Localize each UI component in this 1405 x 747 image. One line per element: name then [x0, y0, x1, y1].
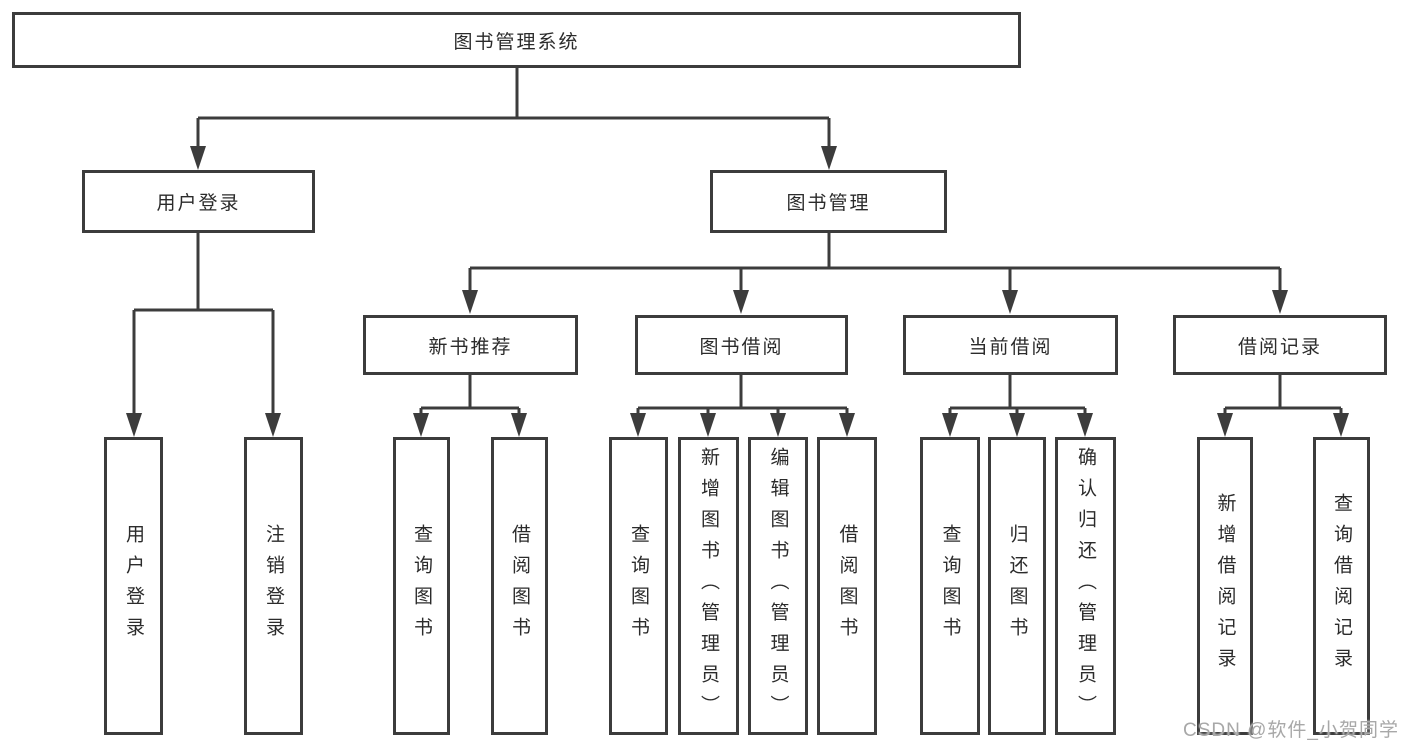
arrow-icon: [700, 413, 716, 437]
arrow-icon: [630, 413, 646, 437]
arrow-icon: [265, 413, 281, 437]
connector-new-book-branch: [419, 375, 521, 417]
connector-book-management-branch: [468, 233, 1282, 294]
node-book-borrow: 图书借阅: [635, 315, 848, 375]
arrowheads: [126, 146, 1349, 437]
leaf-query-books-current: 查询图书: [920, 437, 980, 735]
leaf-borrow-books: 借阅图书: [817, 437, 877, 735]
arrow-icon: [1272, 290, 1288, 314]
leaf-borrow-books-recommend: 借阅图书: [491, 437, 548, 735]
node-current-borrow: 当前借阅: [903, 315, 1118, 375]
arrow-icon: [511, 413, 527, 437]
connector-book-borrow-branch: [636, 375, 849, 417]
node-book-management: 图书管理: [710, 170, 947, 233]
arrow-icon: [126, 413, 142, 437]
watermark: CSDN @软件_小贺同学: [1183, 720, 1399, 741]
leaf-user-login: 用户登录: [104, 437, 163, 735]
leaf-query-books-borrow: 查询图书: [609, 437, 668, 735]
arrow-icon: [1002, 290, 1018, 314]
leaf-return-books: 归还图书: [988, 437, 1046, 735]
connector-borrow-records-branch: [1223, 375, 1343, 417]
leaf-add-books-admin: 新增图书（管理员）: [678, 437, 739, 735]
leaf-query-borrow-record: 查询借阅记录: [1313, 437, 1370, 735]
node-borrow-records: 借阅记录: [1173, 315, 1387, 375]
arrow-icon: [942, 413, 958, 437]
arrow-icon: [1077, 413, 1093, 437]
leaf-add-borrow-record: 新增借阅记录: [1197, 437, 1253, 735]
node-new-book-recommend: 新书推荐: [363, 315, 578, 375]
leaf-query-books-recommend: 查询图书: [393, 437, 450, 735]
connector-current-borrow-branch: [948, 375, 1087, 417]
leaf-edit-books-admin: 编辑图书（管理员）: [748, 437, 808, 735]
leaf-confirm-return-admin: 确认归还（管理员）: [1055, 437, 1116, 735]
leaf-logout-login: 注销登录: [244, 437, 303, 735]
connector-root: [196, 68, 831, 150]
arrow-icon: [1217, 413, 1233, 437]
arrow-icon: [1009, 413, 1025, 437]
arrow-icon: [839, 413, 855, 437]
arrow-icon: [462, 290, 478, 314]
connector-user-login-branch: [132, 233, 275, 417]
arrow-icon: [821, 146, 837, 170]
node-user-login: 用户登录: [82, 170, 315, 233]
node-library-management-system: 图书管理系统: [12, 12, 1021, 68]
arrow-icon: [1333, 413, 1349, 437]
arrow-icon: [733, 290, 749, 314]
arrow-icon: [770, 413, 786, 437]
arrow-icon: [190, 146, 206, 170]
arrow-icon: [413, 413, 429, 437]
